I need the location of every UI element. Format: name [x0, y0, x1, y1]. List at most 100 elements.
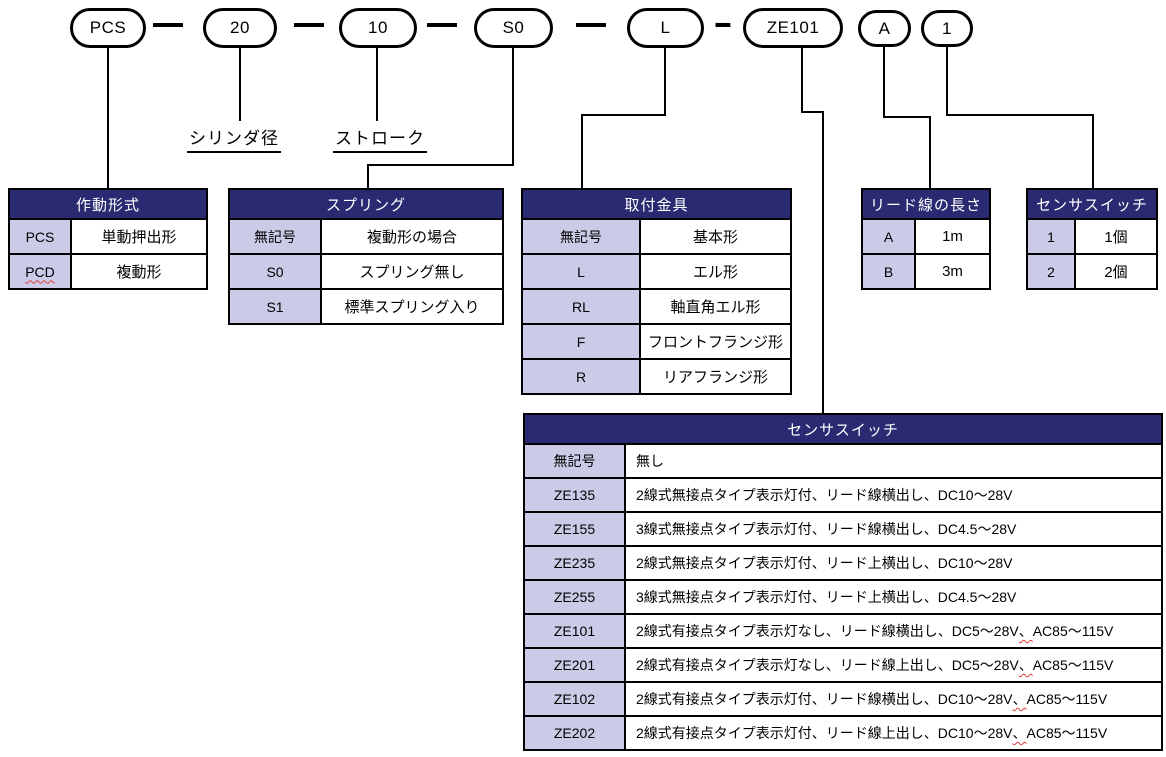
table-row: ZE135 2線式無接点タイプ表示灯付、リード線横出し、DC10〜28V — [525, 477, 1161, 511]
table-row: S0 スプリング無し — [230, 253, 502, 288]
table-title: センサスイッチ — [1028, 190, 1156, 218]
row-code: PCS — [10, 220, 72, 253]
row-desc: 2線式有接点タイプ表示灯なし、リード線横出し、DC5〜28V、AC85〜115V — [636, 623, 1114, 639]
row-code: ZE235 — [525, 547, 626, 579]
row-code: RL — [523, 290, 641, 323]
row-code: L — [523, 255, 641, 288]
row-desc: 標準スプリング入り — [344, 299, 480, 316]
table-row: 1 1個 — [1028, 218, 1156, 253]
row-code: PCD — [10, 255, 72, 288]
row-code: ZE135 — [525, 479, 626, 511]
row-desc: 無し — [636, 453, 664, 469]
table-row: S1 標準スプリング入り — [230, 288, 502, 323]
row-desc: 2線式有接点タイプ表示灯なし、リード線上出し、DC5〜28V、AC85〜115V — [636, 657, 1114, 673]
table-row: 2 2個 — [1028, 253, 1156, 288]
row-code: ZE255 — [525, 581, 626, 613]
row-code: ZE101 — [525, 615, 626, 647]
table-row: F フロントフランジ形 — [523, 323, 790, 358]
code-pill-series: PCS — [70, 8, 146, 48]
row-code: 無記号 — [230, 220, 322, 253]
row-desc: 複動形 — [116, 264, 162, 281]
table-title: 取付金具 — [523, 190, 790, 218]
row-code: S0 — [230, 255, 322, 288]
table-row: PCS 単動押出形 — [10, 218, 206, 253]
row-code: ZE202 — [525, 717, 626, 749]
table-row: 無記号無し — [525, 443, 1161, 477]
row-desc: 複動形の場合 — [366, 229, 457, 246]
table-row: ZE202 2線式有接点タイプ表示灯付、リード線上出し、DC10〜28V、AC85… — [525, 715, 1161, 749]
operation-type-table: 作動形式 PCS 単動押出形 PCD 複動形 — [8, 188, 208, 290]
table-title: 作動形式 — [10, 190, 206, 218]
row-desc: 2個 — [1104, 264, 1128, 281]
code-pill-bracket: L — [627, 8, 704, 48]
row-code: S1 — [230, 290, 322, 323]
spring-table: スプリング 無記号 複動形の場合 S0 スプリング無し S1 標準スプリング入り — [228, 188, 504, 325]
row-desc: 軸直角エル形 — [670, 299, 761, 316]
pill-separator: – — [714, 1, 732, 46]
connector-l — [581, 48, 666, 189]
row-code: ZE102 — [525, 683, 626, 715]
code-pill-sensor: ZE101 — [743, 8, 843, 48]
row-code: 1 — [1028, 220, 1076, 253]
table-row: RL 軸直角エル形 — [523, 288, 790, 323]
row-desc: 2線式無接点タイプ表示灯付、リード上横出し、DC10〜28V — [636, 555, 1013, 571]
row-code: ZE155 — [525, 513, 626, 545]
row-desc: 3線式無接点タイプ表示灯付、リード線横出し、DC4.5〜28V — [636, 521, 1017, 537]
pill-separator: — — [427, 1, 457, 46]
table-row: ZE201 2線式有接点タイプ表示灯なし、リード線上出し、DC5〜28V、AC85… — [525, 647, 1161, 681]
row-desc: 2線式無接点タイプ表示灯付、リード線横出し、DC10〜28V — [636, 487, 1013, 503]
table-row: ZE101 2線式有接点タイプ表示灯なし、リード線横出し、DC5〜28V、AC85… — [525, 613, 1161, 647]
table-title: センサスイッチ — [525, 415, 1161, 443]
row-desc: 1個 — [1104, 229, 1128, 246]
table-row: A 1m — [863, 218, 989, 253]
table-row: 無記号 基本形 — [523, 218, 790, 253]
row-desc: 2線式有接点タイプ表示灯付、リード線横出し、DC10〜28V、AC85〜115V — [636, 691, 1108, 707]
table-title: スプリング — [230, 190, 502, 218]
code-pill-bore: 20 — [203, 8, 277, 48]
code-pill-spring: S0 — [474, 8, 553, 48]
table-row: L エル形 — [523, 253, 790, 288]
row-code: 無記号 — [525, 445, 626, 477]
code-pill-qty: 1 — [921, 10, 973, 47]
stroke-label: ストローク — [333, 124, 427, 153]
connector-ze101 — [801, 48, 824, 414]
row-code: 2 — [1028, 255, 1076, 288]
row-desc: 3線式無接点タイプ表示灯付、リード上横出し、DC4.5〜28V — [636, 589, 1017, 605]
row-desc: 単動押出形 — [101, 229, 177, 246]
row-code: B — [863, 255, 916, 288]
code-pill-lead: A — [858, 10, 911, 47]
table-title: リード線の長さ — [863, 190, 989, 218]
row-desc: エル形 — [692, 264, 738, 281]
row-desc: 1m — [942, 228, 963, 245]
row-code: 無記号 — [523, 220, 641, 253]
sensor-switch-qty-table: センサスイッチ 1 1個 2 2個 — [1026, 188, 1158, 290]
row-desc: スプリング無し — [359, 264, 465, 281]
row-desc: フロントフランジ形 — [647, 334, 783, 351]
pill-separator: — — [153, 1, 183, 46]
connector-s0 — [367, 48, 514, 189]
table-row: ZE235 2線式無接点タイプ表示灯付、リード上横出し、DC10〜28V — [525, 545, 1161, 579]
row-desc: リアフランジ形 — [662, 369, 768, 386]
row-desc: 2線式有接点タイプ表示灯付、リード線上出し、DC10〜28V、AC85〜115V — [636, 725, 1108, 741]
row-desc: 基本形 — [692, 229, 738, 246]
table-row: B 3m — [863, 253, 989, 288]
table-row: ZE255 3線式無接点タイプ表示灯付、リード上横出し、DC4.5〜28V — [525, 579, 1161, 613]
table-row: 無記号 複動形の場合 — [230, 218, 502, 253]
row-code: A — [863, 220, 916, 253]
code-pill-stroke: 10 — [339, 8, 417, 48]
row-code: R — [523, 360, 641, 393]
cylinder-bore-label: シリンダ径 — [187, 124, 281, 153]
row-desc: 3m — [942, 263, 963, 280]
connector-1 — [946, 47, 1094, 189]
row-code: F — [523, 325, 641, 358]
pill-separator: — — [294, 1, 324, 46]
table-row: ZE102 2線式有接点タイプ表示灯付、リード線横出し、DC10〜28V、AC85… — [525, 681, 1161, 715]
table-row: PCD 複動形 — [10, 253, 206, 288]
pill-separator: — — [576, 1, 606, 46]
row-code: ZE201 — [525, 649, 626, 681]
table-row: ZE155 3線式無接点タイプ表示灯付、リード線横出し、DC4.5〜28V — [525, 511, 1161, 545]
